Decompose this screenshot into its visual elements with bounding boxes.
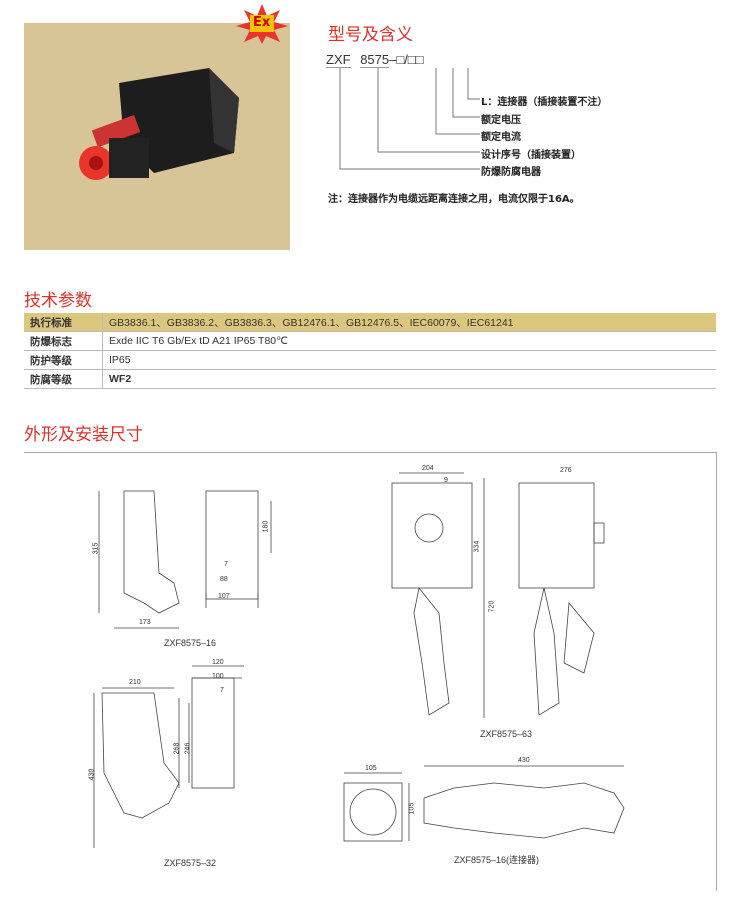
product-photo	[24, 23, 290, 250]
ex-badge: Ex	[236, 4, 288, 48]
model-title: 型号及含义	[328, 25, 413, 45]
model-code: ZXF 8575–□/□□	[326, 52, 424, 68]
dimension-drawings: 315 173 180 7 88 107 204 9 334 720 276 Z…	[24, 452, 717, 891]
model-note: 注：连接器作为电缆远距离连接之用，电流仅限于16A。	[328, 194, 580, 205]
model-leader-lines	[339, 68, 480, 170]
specs-title: 技术参数	[24, 291, 92, 311]
technical-drawings	[93, 472, 625, 848]
dimensions-title: 外形及安装尺寸	[24, 425, 143, 445]
explosion-proof-plug-image	[79, 68, 239, 180]
